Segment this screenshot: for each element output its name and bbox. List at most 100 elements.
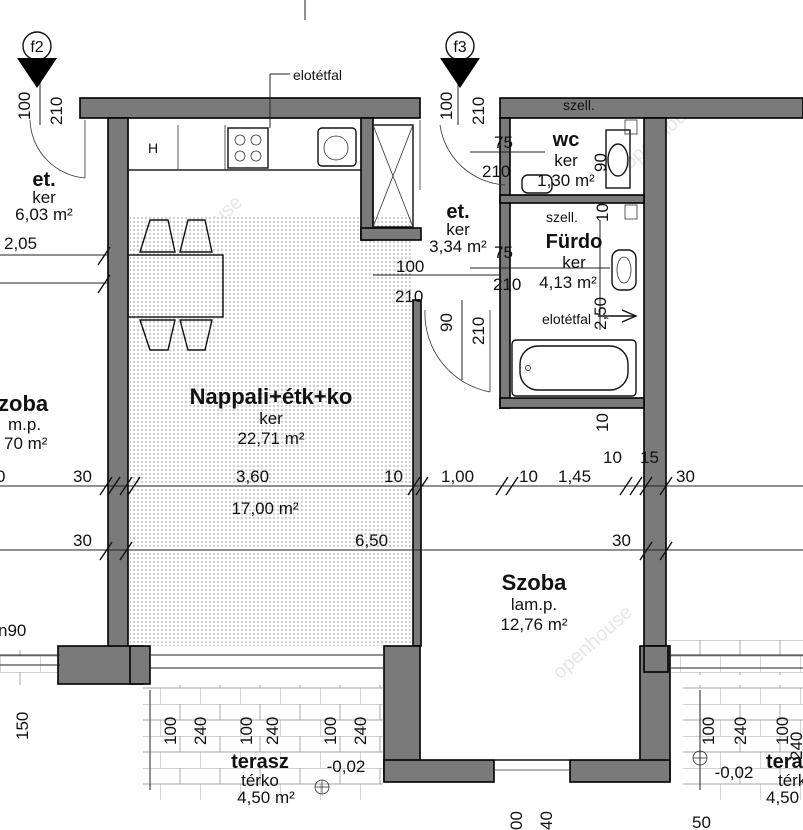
dim-75-bath: 75 (494, 243, 513, 262)
dim-terrace-right-0: 100 (699, 717, 718, 745)
room-et-left-area: 6,03 m² (15, 205, 73, 224)
room-wc-name: wc (552, 129, 580, 151)
dim-row1-7: 10 (603, 448, 622, 467)
room-et-mid-name: et. (446, 201, 469, 223)
room-szoba-left-floor: m.p. (8, 415, 41, 434)
section-marker-f3: f3 (440, 31, 480, 88)
room-furdo-floor: ker (562, 253, 586, 272)
marker-f3-label: f3 (453, 39, 466, 56)
dim-terrace-left-0: 100 (161, 717, 180, 745)
room-szoba-left-area: 70 m² (4, 434, 48, 453)
room-szoba-left-name: zoba (0, 391, 49, 416)
dim-210-mid: 210 (395, 287, 423, 306)
terrace-right-paving (683, 685, 803, 800)
dim-terrace-right-1: 240 (731, 717, 750, 745)
dim-row1-5: 10 (519, 467, 538, 486)
annotation-elotetfal-bath: elotétfal (542, 311, 591, 327)
room-wc-floor: ker (554, 151, 578, 170)
terrace-left-level: -0,02 (327, 757, 366, 776)
stove-icon (227, 127, 269, 169)
dim-100-f3: 100 (437, 92, 456, 120)
dim-bottom-2: 50 (692, 813, 711, 830)
dining-table-icon (127, 219, 224, 351)
dim-150: 150 (13, 712, 32, 740)
dim-terrace-right-3: 240 (787, 732, 803, 760)
terrace-right-strip (668, 640, 803, 675)
dimension-texts: 100 210 100 210 75 210 90 10 75 210 2,50… (0, 92, 803, 830)
room-et-mid-floor: ker (446, 220, 470, 239)
room-wc-area: 1,30 m² (537, 171, 595, 190)
dim-row1-1: 30 (73, 467, 92, 486)
terrace-right-area: 4,50 (766, 788, 799, 807)
dim-10-bath: 10 (593, 413, 612, 432)
kitchen-appliances (227, 127, 357, 169)
bath-fixtures (511, 204, 638, 397)
dim-100-f2: 100 (15, 92, 34, 120)
dim-250: 2,50 (591, 297, 610, 330)
dim-row2-0: 30 (73, 531, 92, 550)
terrace-right-floor: térk (778, 771, 803, 790)
annotation-szell-bath: szell. (546, 209, 578, 225)
dim-210-mid-v: 210 (469, 317, 488, 345)
dim-terrace-left-2: 100 (237, 717, 256, 745)
dim-bottom-1: 40 (537, 811, 556, 830)
svg-text:openhouse: openhouse (549, 601, 637, 684)
dim-terrace-left-4: 100 (321, 717, 340, 745)
room-et-mid-area: 3,34 m² (429, 237, 487, 256)
room-szoba-right-floor: lam.p. (511, 595, 557, 614)
dim-90-wc: 90 (591, 153, 610, 172)
dim-100-mid: 100 (396, 257, 424, 276)
sink-icon (317, 127, 357, 167)
dim-terrace-left-1: 240 (191, 717, 210, 745)
dim-terrace-left-3: 240 (263, 717, 282, 745)
dim-row1-8: 15 (640, 448, 659, 467)
terrace-left-strip (0, 650, 60, 685)
dim-bottom-0: 00 (507, 811, 526, 830)
annotation-szell-wc: szell. (563, 97, 595, 113)
dim-row1-9: 30 (676, 467, 695, 486)
terrace-right-name: tera (766, 751, 803, 773)
room-furdo-area: 4,13 m² (539, 273, 597, 292)
terrace-left-area: 4,50 m² (237, 788, 295, 807)
interior-lines (127, 117, 641, 771)
section-marker-f2: f2 (17, 31, 57, 88)
toilet-icon (605, 129, 631, 189)
dim-n90: n90 (0, 621, 26, 640)
room-furdo-name: Fürdo (546, 231, 603, 253)
dim-10-wc: 10 (593, 203, 612, 222)
room-nappali-name: Nappali+étk+ko (190, 384, 353, 409)
dim-row1-4: 1,00 (441, 467, 474, 486)
room-nappali-sub-area: 17,00 m² (231, 499, 298, 518)
walls (57, 97, 803, 783)
room-et-left-name: et. (32, 169, 55, 191)
dim-210-f3: 210 (469, 97, 488, 125)
room-nappali-area: 22,71 m² (237, 429, 304, 448)
bath-washbasin-icon (611, 249, 637, 291)
annotation-stove: H (148, 140, 158, 156)
dim-row1-6: 1,45 (558, 467, 591, 486)
dim-90-mid: 90 (437, 313, 456, 332)
dim-row2-2: 30 (612, 531, 631, 550)
annotation-elotetfal-top: elotétfal (293, 67, 342, 83)
terrace-left-paving (143, 685, 383, 800)
terrace-left-name: terasz (231, 751, 289, 773)
room-et-left-floor: ker (32, 188, 56, 207)
room-szoba-right-name: Szoba (502, 570, 568, 595)
marker-f2-label: f2 (30, 39, 43, 56)
bathtub-icon (511, 339, 637, 397)
terrace-right-level: -0,02 (715, 763, 754, 782)
dim-205: 2,05 (4, 234, 37, 253)
room-szoba-right-area: 12,76 m² (500, 615, 567, 634)
door-swings (29, 119, 506, 393)
dim-210-f2: 210 (47, 97, 66, 125)
dim-terrace-left-5: 240 (351, 717, 370, 745)
dim-terrace-right-2: 100 (773, 717, 792, 745)
room-nappali-floor: ker (259, 409, 283, 428)
dim-row2-1: 6,50 (355, 531, 388, 550)
dim-row1-2: 3,60 (236, 467, 269, 486)
terrace-left-floor: térko (241, 771, 279, 790)
dim-row1-3: 10 (384, 467, 403, 486)
dim-row1-0: 0 (0, 467, 5, 486)
wc-fixtures (521, 119, 638, 194)
